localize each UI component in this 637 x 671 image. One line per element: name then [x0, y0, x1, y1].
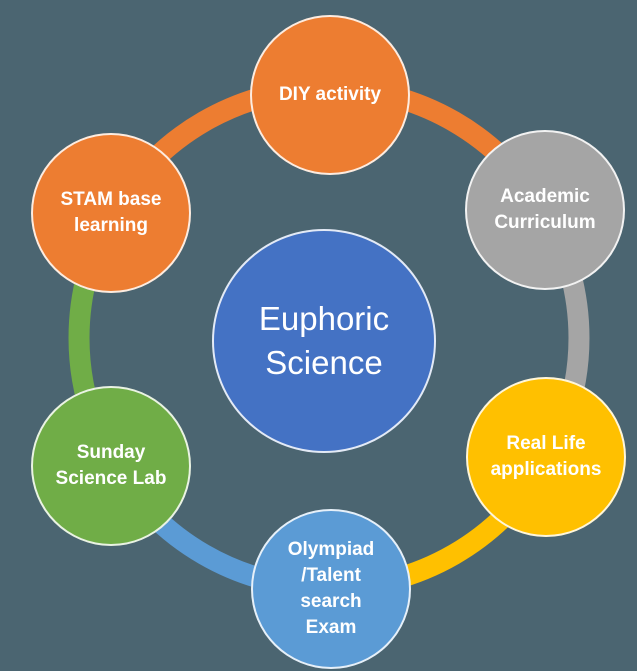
- node-label-line: Exam: [305, 617, 357, 638]
- node-olympiad-talent-search-exam: Olympiad /Talent search Exam: [251, 509, 411, 669]
- node-stam-base-learning: STAM base learning: [31, 133, 191, 293]
- node-label-line: search: [300, 591, 362, 612]
- node-label-line: DIY activity: [278, 84, 382, 105]
- node-label-line: Curriculum: [494, 212, 596, 233]
- node-label-line: Real Life: [506, 433, 586, 454]
- node-label-line: learning: [74, 215, 148, 236]
- node-label-line: /Talent: [301, 565, 361, 586]
- node-label-line: Academic: [500, 186, 590, 207]
- node-label-line: Sunday: [76, 442, 146, 463]
- node-label-line: Olympiad: [287, 539, 375, 560]
- node-sunday-science-lab: Sunday Science Lab: [31, 386, 191, 546]
- node-academic-curriculum: Academic Curriculum: [465, 130, 625, 290]
- center-label-line: Science: [265, 344, 383, 381]
- node-label-line: STAM base: [60, 189, 162, 210]
- node-real-life-applications: Real Life applications: [466, 377, 626, 537]
- node-diy-activity: DIY activity: [250, 15, 410, 175]
- center-label-line: Euphoric: [258, 300, 390, 337]
- node-label-line: Science Lab: [55, 468, 167, 489]
- center-node-euphoric-science: Euphoric Science: [212, 229, 436, 453]
- node-label-line: applications: [490, 459, 602, 480]
